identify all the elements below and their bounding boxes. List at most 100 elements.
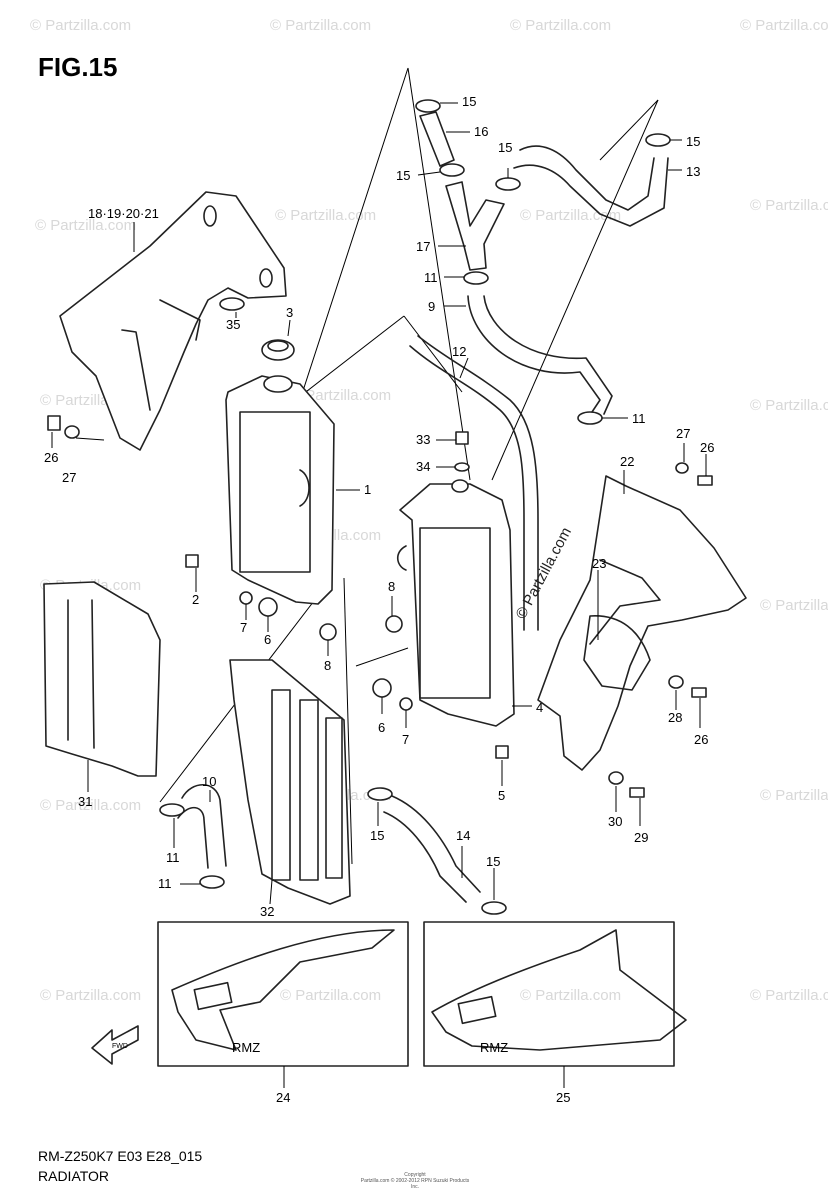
callout-6: 6 — [378, 720, 385, 735]
decal-23 — [583, 615, 651, 691]
callout-7: 7 — [402, 732, 409, 747]
fwd-label: FWD — [112, 1043, 128, 1050]
hose-10 — [177, 784, 227, 869]
watermark: © Partzilla.com — [760, 787, 828, 804]
mount-right — [372, 615, 413, 711]
callout-22: 22 — [620, 454, 634, 469]
hose-13 — [513, 145, 669, 227]
callout-1: 1 — [364, 482, 371, 497]
hose-9 — [467, 295, 613, 415]
callout-35: 35 — [226, 317, 240, 332]
callout-26: 26 — [694, 732, 708, 747]
callout-15: 15 — [498, 140, 512, 155]
callout-33: 33 — [416, 432, 430, 447]
watermark: © Partzilla.com — [40, 987, 141, 1004]
callout-26: 26 — [700, 440, 714, 455]
watermark: © Partzilla.com — [290, 387, 391, 404]
clamps — [159, 133, 671, 915]
callout-12: 12 — [452, 344, 466, 359]
callout-8: 8 — [324, 658, 331, 673]
watermark: © Partzilla.com — [750, 397, 828, 414]
watermark: © Partzilla.com — [760, 597, 828, 614]
callout-28: 28 — [668, 710, 682, 725]
callout-30: 30 — [608, 814, 622, 829]
copyright-notice: Copyright Partzilla.com © 2002-2012 RPN … — [360, 1172, 470, 1190]
side-cover-31 — [43, 581, 161, 777]
callout-11: 11 — [424, 270, 438, 285]
callout-34: 34 — [416, 459, 430, 474]
callout-17: 17 — [416, 239, 430, 254]
watermark: © Partzilla.com — [740, 17, 828, 34]
callout-9: 9 — [428, 299, 435, 314]
fasteners-right — [608, 462, 713, 798]
section-name: RADIATOR — [38, 1168, 110, 1184]
callout-32: 32 — [260, 904, 274, 919]
copyright-line: Partzilla.com © 2002-2012 RPN Suzuki Pro… — [360, 1178, 470, 1190]
shroud-assembly-box-24: RMZ — [157, 921, 409, 1067]
watermark-rotated: © Partzilla.com — [513, 525, 575, 622]
watermark: © Partzilla.com — [275, 207, 376, 224]
callout-26: 26 — [44, 450, 58, 465]
radiator-right — [396, 479, 515, 727]
callout-11: 11 — [632, 411, 646, 426]
callout-16: 16 — [474, 124, 488, 139]
callout-labels: 15 16 15 15 15 13 17 11 9 12 11 18·19·20… — [44, 94, 714, 1105]
callout-25: 25 — [556, 1090, 570, 1105]
bolt-washer-33-34 — [454, 431, 470, 472]
shroud-assembly-box-25: RMZ — [423, 921, 687, 1067]
callout-15: 15 — [462, 94, 476, 109]
callout-13: 13 — [686, 164, 700, 179]
y-joint-17 — [445, 181, 505, 271]
callout-31: 31 — [78, 794, 92, 809]
callout-29: 29 — [634, 830, 648, 845]
callout-8: 8 — [388, 579, 395, 594]
model-code: RM-Z250K7 E03 E28_015 — [38, 1148, 203, 1164]
watermark: © Partzilla.com — [750, 197, 828, 214]
radiator-left — [225, 375, 335, 605]
callout-27: 27 — [62, 470, 76, 485]
hose-16 — [415, 99, 465, 177]
callout-6: 6 — [264, 632, 271, 647]
callout-15: 15 — [686, 134, 700, 149]
callout-4: 4 — [536, 700, 543, 715]
callout-15: 15 — [396, 168, 410, 183]
watermark: © Partzilla.com — [270, 17, 371, 34]
hose-12 — [409, 335, 539, 631]
decal-text: RMZ — [480, 1040, 508, 1055]
radiator-shroud-right — [537, 475, 747, 771]
clip-5 — [495, 745, 509, 759]
watermark: © Partzilla.com — [40, 797, 141, 814]
fasteners-left — [47, 415, 80, 439]
callout-14: 14 — [456, 828, 470, 843]
watermark: © Partzilla.com — [30, 17, 131, 34]
radiator-cap — [261, 339, 295, 361]
watermark: © Partzilla.com — [520, 987, 621, 1004]
watermark: © Partzilla.com — [510, 17, 611, 34]
callout-3: 3 — [286, 305, 293, 320]
callout-23: 23 — [592, 556, 606, 571]
watermark: © Partzilla.com — [750, 987, 828, 1004]
radiator-guard-32 — [229, 659, 351, 905]
watermark: © Partzilla.com — [35, 217, 136, 234]
callout-11: 11 — [166, 850, 180, 865]
callout-15: 15 — [370, 828, 384, 843]
figure-title: FIG.15 — [38, 52, 118, 82]
callout-15: 15 — [486, 854, 500, 869]
watermark: © Partzilla.com — [280, 987, 381, 1004]
callout-18-21: 18·19·20·21 — [88, 206, 159, 221]
callout-11: 11 — [158, 876, 172, 891]
clip-2 — [185, 554, 199, 568]
callout-5: 5 — [498, 788, 505, 803]
callout-2: 2 — [192, 592, 199, 607]
watermark: © Partzilla.com — [520, 207, 621, 224]
leader-lines — [51, 102, 707, 1088]
copyright-line: Copyright — [404, 1172, 426, 1178]
grommet-35 — [219, 297, 245, 311]
callout-10: 10 — [202, 774, 216, 789]
callout-27: 27 — [676, 426, 690, 441]
decal-text: RMZ — [232, 1040, 260, 1055]
hose-14 — [383, 795, 481, 903]
callout-24: 24 — [276, 1090, 290, 1105]
callout-7: 7 — [240, 620, 247, 635]
